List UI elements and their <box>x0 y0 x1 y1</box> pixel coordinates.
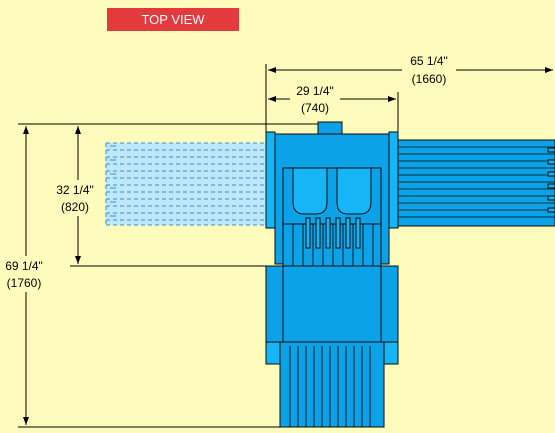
body-width-arrow-left <box>268 96 276 102</box>
right-tray-tabs <box>547 147 555 213</box>
left-flange <box>265 131 276 229</box>
overall-width-arrow-right <box>545 67 553 73</box>
view-label-badge: TOP VIEW <box>107 8 239 31</box>
lower-left-block <box>265 341 281 365</box>
hopper-left <box>292 167 328 215</box>
output-section <box>279 341 385 428</box>
body-width-imperial: 29 1/4" <box>296 84 334 98</box>
mid-block <box>265 265 399 343</box>
comb-teeth <box>292 224 374 266</box>
phantom-tray-fill <box>106 143 272 225</box>
overall-width-metric: (1660) <box>412 72 447 86</box>
comb-pins <box>305 217 361 249</box>
right-tray-slats <box>398 146 555 218</box>
top-nub <box>317 121 343 136</box>
phantom-tray-tabs <box>110 145 116 217</box>
lower-right-block <box>383 341 399 365</box>
dimension-labels: 65 1/4" (1660) 29 1/4" (740) 32 1/4" (82… <box>5 54 448 290</box>
body-width-metric: (740) <box>301 101 329 115</box>
view-label-bg <box>107 8 239 31</box>
upper-depth-imperial: 32 1/4" <box>56 183 94 197</box>
hoppers <box>292 167 372 215</box>
dimension-label-backgrounds <box>0 52 456 292</box>
upper-depth-metric: (820) <box>61 200 89 214</box>
right-tray <box>397 139 555 227</box>
output-slats <box>289 346 371 427</box>
left-phantom-tray <box>105 142 272 226</box>
machine-body <box>265 121 399 428</box>
dimension-arrows <box>23 67 553 425</box>
overall-depth-imperial: 69 1/4" <box>5 259 43 273</box>
upper-depth-arrow-top <box>75 126 81 134</box>
overall-width-arrow-left <box>268 67 276 73</box>
overall-depth-arrow-top <box>23 126 29 134</box>
body-width-arrow-right <box>388 96 396 102</box>
hopper-right <box>336 167 372 215</box>
overall-depth-arrow-bottom <box>23 417 29 425</box>
overall-depth-metric: (1760) <box>7 276 42 290</box>
right-tray-fill <box>397 139 555 227</box>
upper-depth-arrow-bottom <box>75 256 81 264</box>
overall-width-imperial: 65 1/4" <box>410 54 448 68</box>
dimension-lines <box>18 64 553 428</box>
right-flange <box>388 131 399 229</box>
view-label-text: TOP VIEW <box>141 12 205 27</box>
comb-section <box>282 223 382 267</box>
